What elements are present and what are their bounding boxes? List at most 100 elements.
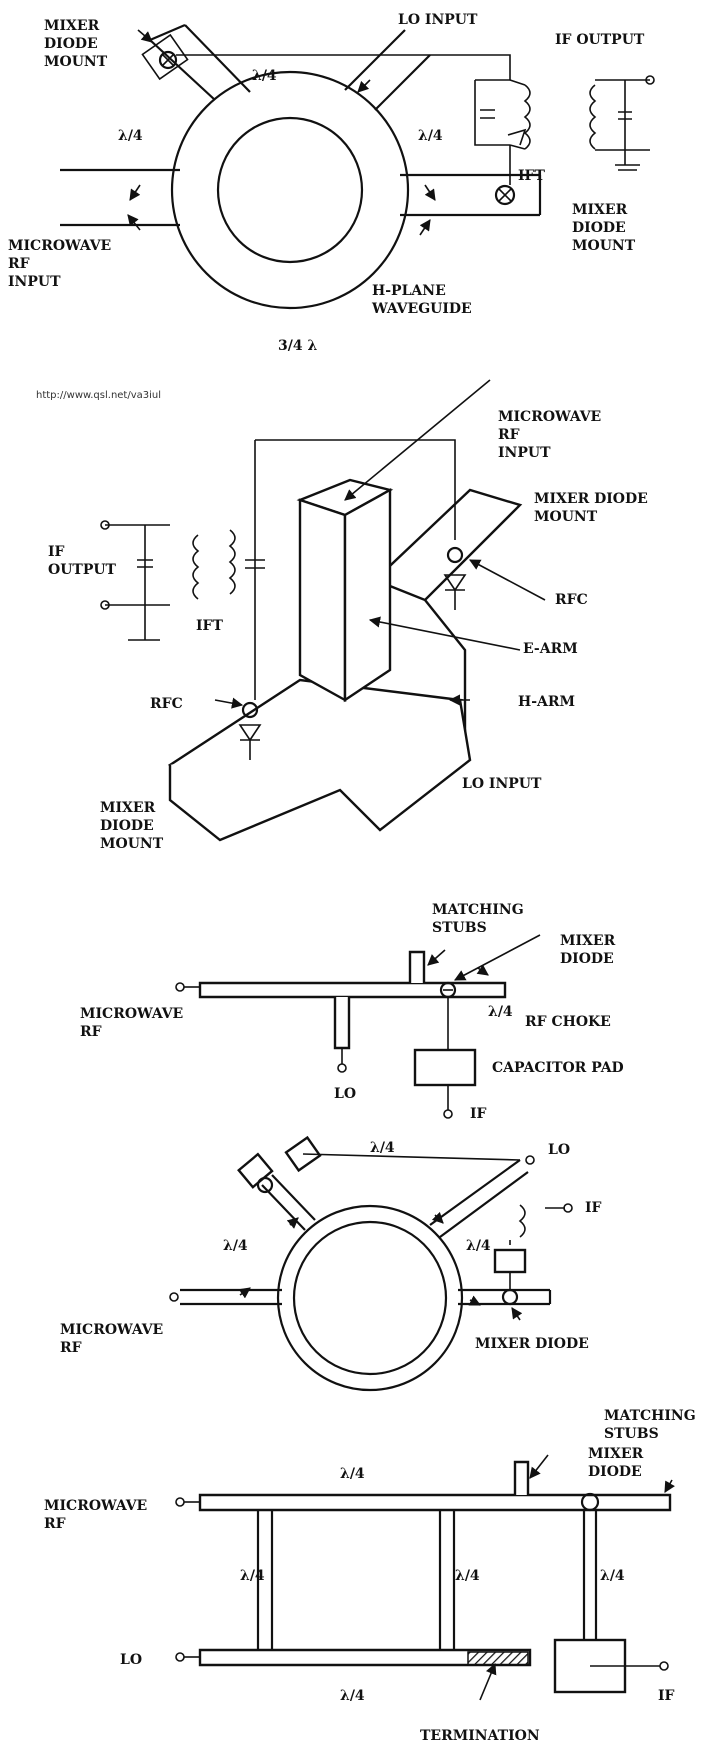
microwave-rf-label-2: RF xyxy=(44,1516,66,1532)
mixer-diode-label-1: MIXER xyxy=(588,1446,644,1462)
if-output-terminal-bottom xyxy=(100,600,110,610)
mixer-diode-mount-right-label-2: DIODE xyxy=(572,220,626,236)
mixer-diode-right xyxy=(501,1288,519,1306)
mixer-diode-mount-right-label-2: MOUNT xyxy=(534,509,598,525)
arm-upper-right xyxy=(344,29,431,111)
top-line xyxy=(198,1493,672,1512)
mixer-diode-left xyxy=(238,701,262,760)
if-terminal xyxy=(659,1661,669,1671)
quarter-lambda-mid: λ/4 xyxy=(455,1568,480,1584)
if-label: IF xyxy=(470,1106,487,1122)
matching-stubs-label-1: MATCHING xyxy=(604,1408,696,1424)
if-label: IF xyxy=(658,1688,675,1704)
left-branch xyxy=(256,1510,274,1650)
ift-coil xyxy=(518,1204,526,1238)
mixer-diode-label: MIXER DIODE xyxy=(475,1336,589,1352)
ground-symbol xyxy=(615,150,640,171)
ift-label: IFT xyxy=(518,168,545,184)
mixer-diode-left xyxy=(256,1176,274,1194)
if-output-label-2: OUTPUT xyxy=(48,562,117,578)
ift-coil-secondary xyxy=(589,84,597,150)
quarter-lambda-right: λ/4 xyxy=(600,1568,625,1584)
quarter-lambda-left: λ/4 xyxy=(118,128,143,144)
quarter-lambda-top: λ/4 xyxy=(252,68,277,84)
arm-upper-right xyxy=(429,1159,529,1238)
arm-left xyxy=(60,168,180,227)
ring-outer xyxy=(170,70,410,310)
mixer-diode-mount-top-label-1: MIXER xyxy=(44,18,100,34)
ift-ground-arrow xyxy=(507,128,527,146)
microwave-rf-label-1: MICROWAVE xyxy=(60,1322,163,1338)
rf-terminal xyxy=(175,1497,185,1507)
microwave-rf-label-2: RF xyxy=(80,1024,102,1040)
bottom-line xyxy=(198,1648,532,1667)
rf-input-label-1: MICROWAVE xyxy=(498,409,601,425)
quarter-lambda-right: λ/4 xyxy=(418,128,443,144)
mixer-diode-mount-right-label-1: MIXER xyxy=(572,202,628,218)
termination xyxy=(467,1651,529,1666)
if-label: IF xyxy=(585,1200,602,1216)
lo-input-label: LO INPUT xyxy=(462,776,542,792)
e-arm-label: E-ARM xyxy=(523,641,578,657)
quarter-lambda-left: λ/4 xyxy=(223,1238,248,1254)
h-arm-label: H-ARM xyxy=(518,694,575,710)
mixer-diode-mount-top-label-2: DIODE xyxy=(44,36,98,52)
lo-label: LO xyxy=(548,1142,570,1158)
quarter-lambda-right: λ/4 xyxy=(466,1238,491,1254)
right-branch xyxy=(438,1510,456,1650)
h-plane-label-1: H-PLANE xyxy=(372,283,446,299)
rf-choke-label: RF CHOKE xyxy=(525,1014,611,1030)
ift-coil-primary xyxy=(523,84,531,150)
ift-capacitor xyxy=(480,109,495,119)
microwave-rf-label-1: MICROWAVE xyxy=(44,1498,147,1514)
figure-3-stripline-tee-mixer: MATCHING STUBS MIXER DIODE MICROWAVE RF … xyxy=(80,902,624,1122)
lo-terminal xyxy=(175,1652,185,1662)
diode-pad-left xyxy=(237,1152,274,1189)
figure-5-branchline-coupler-mixer: MATCHING STUBS λ/4 MIXER DIODE MICROWAVE… xyxy=(44,1408,696,1744)
mixer-diode-mount-top xyxy=(141,33,189,81)
ground-symbol-left xyxy=(128,605,160,641)
ift-label: IFT xyxy=(196,618,223,634)
arm-left xyxy=(180,1288,282,1306)
matching-stubs-label-1: MATCHING xyxy=(432,902,524,918)
source-url: http://www.qsl.net/va3iul xyxy=(36,390,161,401)
mixer-diode-label-2: DIODE xyxy=(588,1464,642,1480)
e-arm-front xyxy=(298,498,347,703)
mixer-diode-mount-left-label-1: MIXER xyxy=(100,800,156,816)
rf-terminal xyxy=(169,1292,179,1302)
lo-label: LO xyxy=(334,1086,356,1102)
mixer-diode-mount-top-label-3: MOUNT xyxy=(44,54,108,70)
microwave-rf-label-1: MICROWAVE xyxy=(80,1006,183,1022)
e-arm-side xyxy=(343,487,392,703)
matching-stubs-label-2: STUBS xyxy=(432,920,487,936)
if-terminal xyxy=(443,1109,453,1119)
quarter-lambda-top: λ/4 xyxy=(340,1466,365,1482)
if-wire-top xyxy=(176,54,511,80)
ift-coil-secondary xyxy=(192,534,200,600)
matching-stub xyxy=(408,950,426,983)
lo-label: LO xyxy=(120,1652,142,1668)
if-output-label: IF OUTPUT xyxy=(555,32,645,48)
matching-stubs-label-2: STUBS xyxy=(604,1426,659,1442)
mixer-diode-mount-right-label-3: MOUNT xyxy=(572,238,636,254)
figure-4-stripline-ring-mixer: λ/4 LO IF λ/4 λ/4 MICROWAVE RF MIXER DIO… xyxy=(60,1135,602,1392)
quarter-lambda: λ/4 xyxy=(488,1004,513,1020)
capacitor-pad xyxy=(493,1248,527,1274)
mixer-diode-label-2: DIODE xyxy=(560,951,614,967)
lo-input-label: LO INPUT xyxy=(398,12,478,28)
if-output-terminal-top xyxy=(645,75,655,85)
figure-1-ring-waveguide-mixer: MIXER DIODE MOUNT LO INPUT IF OUTPUT λ/4… xyxy=(8,12,655,354)
main-line xyxy=(198,981,507,999)
mixer-diode-mount-left-label-3: MOUNT xyxy=(100,836,164,852)
if-wire-top xyxy=(255,439,456,540)
rf-input-label-1: MICROWAVE xyxy=(8,238,111,254)
three-quarter-lambda: 3/4 λ xyxy=(278,338,317,354)
quarter-lambda-top: λ/4 xyxy=(370,1140,395,1156)
rf-input-label-3: INPUT xyxy=(8,274,61,290)
ift-coil-primary xyxy=(228,529,236,595)
ift-primary-wires xyxy=(474,79,510,146)
lo-terminal xyxy=(525,1155,535,1165)
rf-input-label-2: RF xyxy=(498,427,520,443)
arm-right xyxy=(400,173,542,217)
